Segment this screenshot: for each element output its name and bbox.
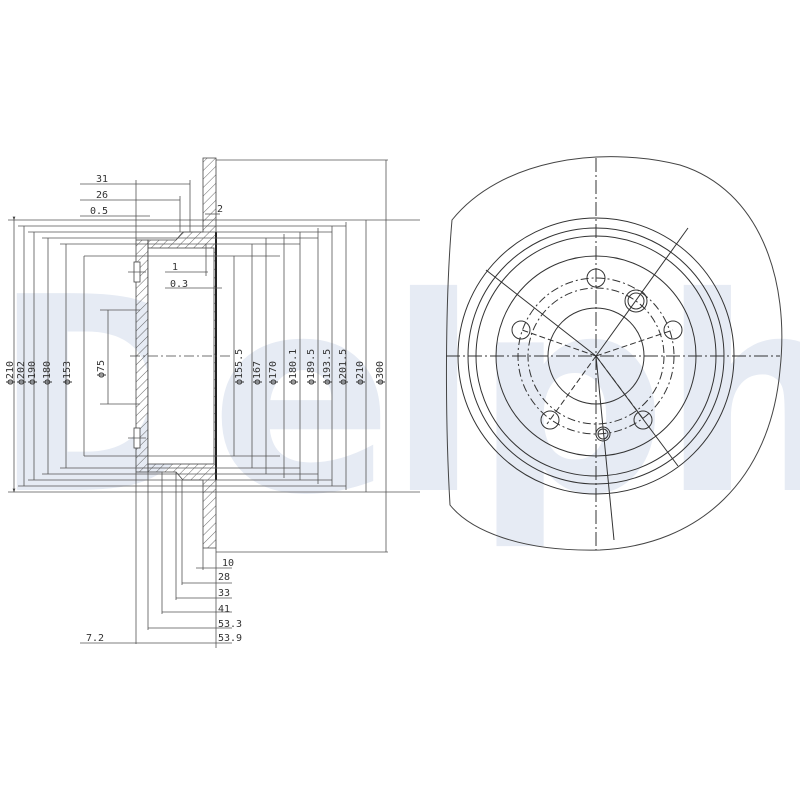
dia-label-210-left: ϕ210 xyxy=(5,361,16,385)
dim-label-31: 31 xyxy=(96,174,108,185)
dia-label-193-5: ϕ193.5 xyxy=(322,349,333,385)
dim-label-26: 26 xyxy=(96,190,108,201)
dim-label-10: 10 xyxy=(222,558,234,569)
dia-label-180-1: ϕ180.1 xyxy=(288,349,299,385)
bolt-hole xyxy=(511,320,531,340)
dia-label-201-5: ϕ201.5 xyxy=(338,349,349,385)
dia-label-167: ϕ167 xyxy=(252,361,263,385)
dim-label-2: 2 xyxy=(217,204,223,215)
dim-label-41: 41 xyxy=(218,604,230,615)
dia-label-75: ϕ75 xyxy=(96,360,107,378)
dim-label-7-2: 7.2 xyxy=(86,633,104,644)
front-view xyxy=(445,156,783,551)
section-labels: 31 26 0.5 2 1 0.3 ϕ210 ϕ202 ϕ190 ϕ180 ϕ1… xyxy=(5,174,386,644)
dia-label-202: ϕ202 xyxy=(16,361,27,385)
bolt-hole xyxy=(633,410,653,430)
dia-label-210-right: ϕ210 xyxy=(355,361,366,385)
dim-label-28: 28 xyxy=(218,572,230,583)
dia-label-189-5: ϕ189.5 xyxy=(306,349,317,385)
dim-label-33: 33 xyxy=(218,588,230,599)
dim-label-53-9: 53.9 xyxy=(218,633,242,644)
bolt-hole xyxy=(663,320,683,340)
section-view xyxy=(8,157,420,648)
dia-label-180: ϕ180 xyxy=(42,361,53,385)
dia-label-153: ϕ153 xyxy=(62,361,73,385)
bolt-hole xyxy=(586,268,606,288)
bolt-hole xyxy=(540,410,560,430)
dia-label-300: ϕ300 xyxy=(375,361,386,385)
dim-label-1: 1 xyxy=(172,262,178,273)
dia-label-155-5: ϕ155.5 xyxy=(234,349,245,385)
dia-label-190: ϕ190 xyxy=(27,361,38,385)
dim-label-53-3: 53.3 xyxy=(218,619,242,630)
dim-label-0-3: 0.3 xyxy=(170,279,188,290)
dim-label-0-5: 0.5 xyxy=(90,206,108,217)
dia-label-170: ϕ170 xyxy=(268,361,279,385)
